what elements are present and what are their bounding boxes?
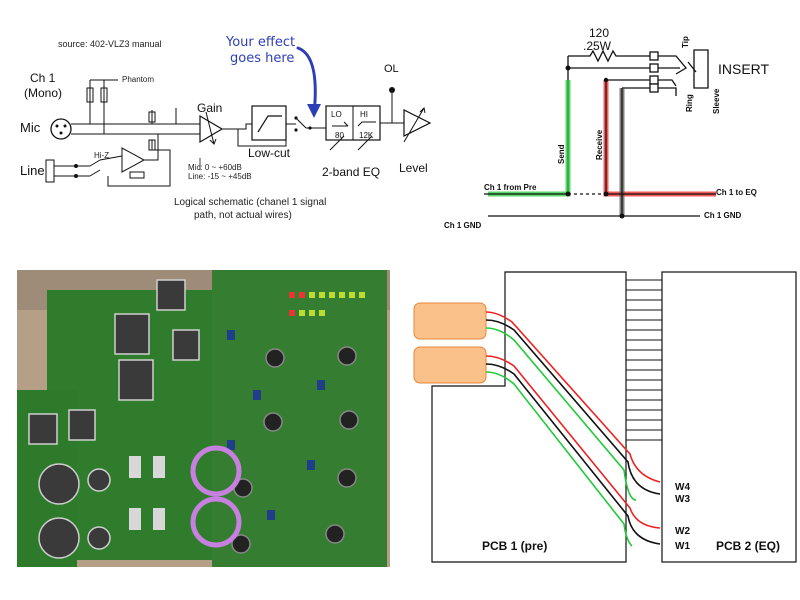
highlight-circle-lower <box>190 496 242 548</box>
channel-subtitle: (Mono) <box>24 86 62 100</box>
eq-hi-freq: 12K <box>359 131 374 140</box>
gain-preamp <box>199 114 224 144</box>
w1-label: W1 <box>675 541 690 552</box>
level-amp <box>403 109 432 137</box>
effect-arrow <box>296 46 317 116</box>
level-label: Level <box>399 161 428 175</box>
hiz-label: Hi-Z <box>94 151 109 160</box>
ol-label: OL <box>384 63 399 75</box>
insert-jack-lower <box>413 346 487 384</box>
resistor-wattage: .25W <box>583 39 612 53</box>
send-wire-highlight <box>488 80 571 197</box>
schematic-caption-line1: Logical schematic (chanel 1 signal <box>174 197 326 208</box>
pcb1-label: PCB 1 (pre) <box>482 539 547 553</box>
from-pre-label: Ch 1 from Pre <box>484 183 537 192</box>
level-stage: Level <box>380 106 432 175</box>
gain-range-mic: Mic: 0 ~ +60dB <box>188 163 242 172</box>
to-eq-label: Ch 1 to EQ <box>716 188 757 197</box>
insert-resistor <box>568 49 648 63</box>
line-label: Line <box>20 163 45 178</box>
insert-wires <box>485 311 661 547</box>
pcb1-outline <box>431 271 627 563</box>
receive-label: Receive <box>595 129 604 160</box>
effect-callout-line2: goes here <box>230 51 294 66</box>
channel-title: Ch 1 <box>30 71 56 85</box>
lowcut-label: Low-cut <box>248 146 291 160</box>
eq-lo-label: LO <box>331 110 342 119</box>
gain-range-line: Line: -15 ~ +45dB <box>188 172 252 181</box>
phantom-network <box>71 79 200 135</box>
insert-jack-upper <box>413 302 487 340</box>
ol-led <box>389 87 395 93</box>
insert-title: INSERT <box>718 61 770 77</box>
mic-xlr-connector <box>50 118 72 140</box>
eq-hi-label: HI <box>360 110 368 119</box>
pcb-wiring-diagram: PCB 1 (pre) PCB 2 (EQ) W4 W3 W2 W1 <box>413 271 797 563</box>
highlight-circle-upper <box>190 445 242 497</box>
pcb2-label: PCB 2 (EQ) <box>716 539 780 553</box>
resistor-value: 120 <box>589 26 609 40</box>
pcb2-outline <box>661 271 797 563</box>
send-label: Send <box>557 144 566 164</box>
w4-label: W4 <box>675 482 690 493</box>
source-note: source: 402-VLZ3 manual <box>58 39 162 49</box>
line-input-stage <box>45 134 171 187</box>
mic-label: Mic <box>20 120 41 135</box>
insert-jack-body <box>693 49 709 89</box>
phantom-label: Phantom <box>122 75 154 84</box>
jack-sleeve-label: Sleeve <box>712 88 721 114</box>
logical-schematic: source: 402-VLZ3 manual Ch 1 (Mono) Phan… <box>20 35 399 221</box>
effect-callout-line1: Your effect <box>225 35 295 50</box>
pcb-connectors <box>28 279 200 559</box>
pcb-photo <box>17 270 390 567</box>
w2-label: W2 <box>675 526 690 537</box>
insert-wiring-diagram: 120 .25W Tip INSERT Ring Sleeve <box>444 26 770 230</box>
jack-tip-label: Tip <box>681 36 690 48</box>
eq-lo-freq: 80 <box>335 131 344 140</box>
ribbon-connector-lines <box>626 279 662 441</box>
lowcut-filter-box <box>251 105 287 141</box>
jack-ring-label: Ring <box>685 94 694 112</box>
gnd-left-label: Ch 1 GND <box>444 221 482 230</box>
w3-label: W3 <box>675 494 690 505</box>
hiz-buffer-amp <box>121 147 146 173</box>
gnd-right-label: Ch 1 GND <box>704 211 742 220</box>
gain-label: Gain <box>197 101 222 115</box>
pcb-leds <box>289 292 365 316</box>
eq-label: 2-band EQ <box>322 165 380 179</box>
schematic-caption-line2: path, not actual wires) <box>194 210 292 221</box>
